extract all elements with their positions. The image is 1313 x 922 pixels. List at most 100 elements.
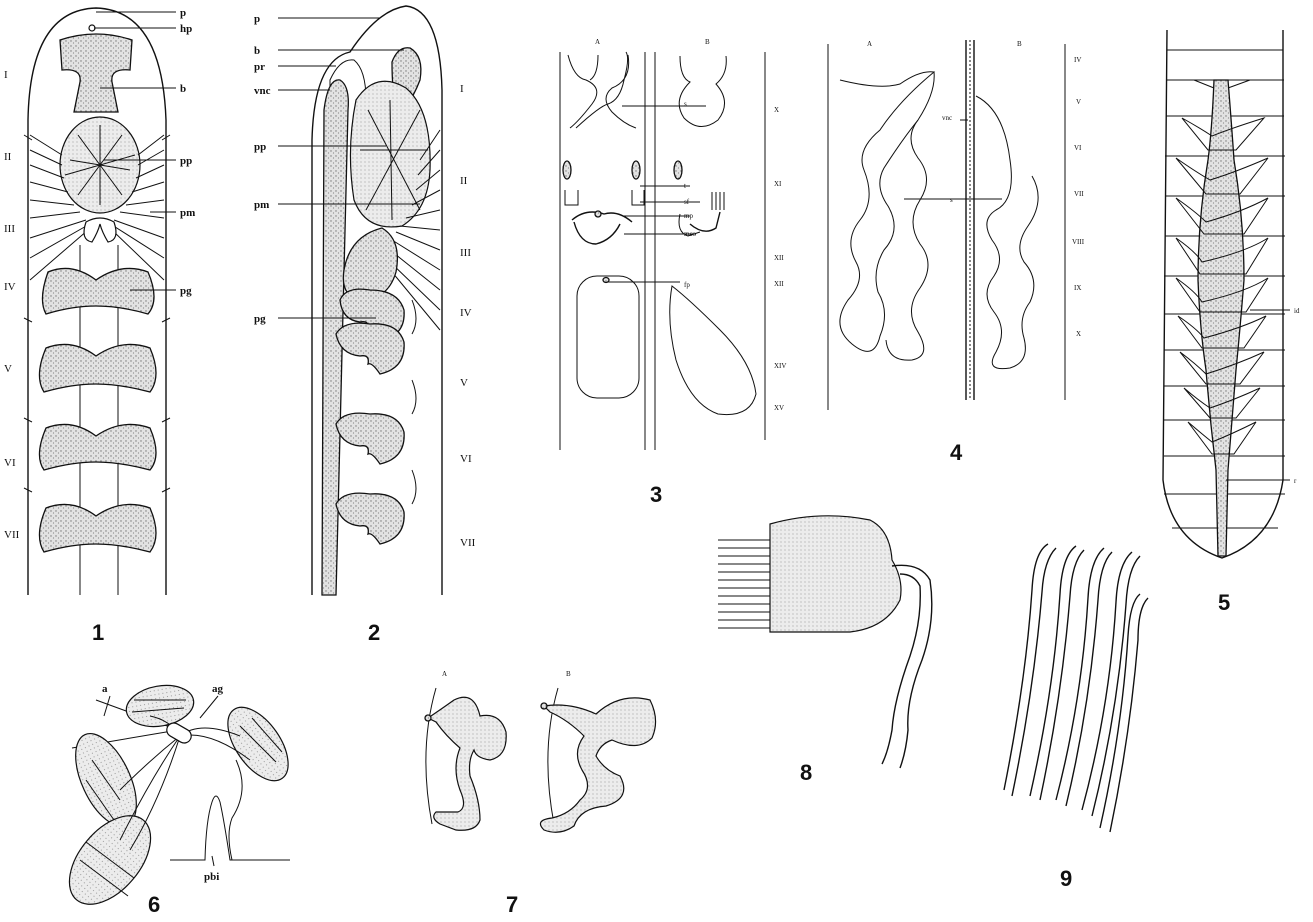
fig1-brain xyxy=(60,34,132,112)
fig4-segment-IV: IV xyxy=(1074,56,1081,64)
fig3-label-fp: fp xyxy=(684,281,690,289)
fig3-spermatheca-B xyxy=(679,56,726,127)
fig5-label-r: r xyxy=(1294,477,1297,485)
figure-1: p hp b pp pm pg I II III IV V VI VII 1 xyxy=(4,7,195,645)
fig5-intestine xyxy=(1198,80,1244,556)
fig1-label-hp: hp xyxy=(180,23,192,35)
fig2-gland-upper xyxy=(343,228,397,300)
fig4-spermatheca-A-left xyxy=(840,72,934,352)
fig3-segment-X: X xyxy=(774,106,779,114)
fig3-leader-lines xyxy=(608,106,706,282)
figure-number-9: 9 xyxy=(1060,866,1072,891)
fig2-label-pp: pp xyxy=(254,141,266,153)
fig7-panel-B: B xyxy=(566,670,571,678)
fig7-pore-A xyxy=(425,715,431,721)
fig3-ovisac-B xyxy=(670,286,756,415)
fig1-segment-II: II xyxy=(4,151,12,163)
fig1-label-p: p xyxy=(180,7,186,19)
fig4-label-vnc: vnc xyxy=(942,114,952,122)
fig1-segment-V: V xyxy=(4,363,12,375)
fig7-panel-A: A xyxy=(442,670,447,678)
fig3-label-s: s xyxy=(684,100,687,108)
fig4-spermatheca-A-right xyxy=(886,72,934,360)
fig2-segment-II: II xyxy=(460,175,468,187)
fig2-segment-IV: IV xyxy=(460,307,472,319)
figure-2: p b pr vnc pp pm pg I II III IV V VI VII… xyxy=(254,6,476,645)
fig4-panel-A: A xyxy=(867,40,872,48)
fig1-label-b: b xyxy=(180,83,186,95)
fig1-small-lobes xyxy=(84,218,116,242)
fig7-body-wall-A xyxy=(426,688,436,824)
figure-number-3: 3 xyxy=(650,482,662,507)
figure-number-2: 2 xyxy=(368,620,380,645)
fig2-label-pg: pg xyxy=(254,313,266,325)
fig2-pharyngeal-gland-4 xyxy=(336,493,404,544)
figure-number-4: 4 xyxy=(950,440,963,465)
fig3-segment-XIV: XIV xyxy=(774,362,786,370)
fig3-segment-XV: XV xyxy=(774,404,784,412)
fig4-spermatheca-B xyxy=(976,96,1038,369)
fig2-segment-I: I xyxy=(460,83,464,95)
fig1-segment-VII: VII xyxy=(4,529,20,541)
fig2-pharyngeal-gland-2 xyxy=(336,323,404,374)
fig2-segment-III: III xyxy=(460,247,471,259)
fig1-segment-IV: IV xyxy=(4,281,16,293)
fig3-label-t: t xyxy=(684,182,686,190)
fig3-testes xyxy=(563,161,682,179)
figure-4: A B vnc s IV V VI VII VIII IX X 4 xyxy=(828,40,1085,465)
fig3-segment-XII-a: XII xyxy=(774,254,784,262)
fig4-segment-VII: VII xyxy=(1074,190,1084,198)
fig2-segment-VII: VII xyxy=(460,537,476,549)
fig8-fringe xyxy=(718,540,770,628)
fig4-label-s: s xyxy=(950,196,953,204)
fig3-male-pores xyxy=(572,212,720,244)
figure-8: 8 xyxy=(718,516,932,785)
fig3-panel-A: A xyxy=(595,38,600,46)
fig3-label-mco: mco xyxy=(684,230,697,238)
fig1-segment-VI: VI xyxy=(4,457,16,469)
fig3-label-sf: sf xyxy=(684,198,690,206)
fig2-label-p: p xyxy=(254,13,260,25)
figure-7: A B 7 xyxy=(425,670,656,917)
fig4-segment-X: X xyxy=(1076,330,1081,338)
fig3-male-pore-dot xyxy=(595,211,601,217)
fig6-label-pbi: pbi xyxy=(204,871,219,883)
fig3-segment-XII-b: XII xyxy=(774,280,784,288)
fig1-segment-III: III xyxy=(4,223,15,235)
fig1-pharyngeal-gland-2 xyxy=(39,344,156,392)
figure-number-5: 5 xyxy=(1218,590,1230,615)
fig2-pharyngeal-gland-3 xyxy=(336,413,404,464)
fig4-panel-B: B xyxy=(1017,40,1022,48)
fig4-segment-V: V xyxy=(1076,98,1081,106)
fig1-pharyngeal-gland-1 xyxy=(42,268,154,314)
fig7-spermatheca-A xyxy=(428,697,506,830)
fig2-septa xyxy=(412,300,416,504)
fig6-label-ag: ag xyxy=(212,683,224,695)
figure-5: id r 5 xyxy=(1163,30,1300,615)
fig1-pharyngeal-gland-4 xyxy=(39,504,156,552)
figure-9: 9 xyxy=(1004,544,1148,891)
fig1-pharyngeal-gland-3 xyxy=(39,424,156,470)
fig4-segment-VI: VI xyxy=(1074,144,1082,152)
fig1-label-pg: pg xyxy=(180,285,192,297)
fig2-segment-V: V xyxy=(460,377,468,389)
fig8-seminal-funnel xyxy=(770,516,901,632)
figure-6: a ag pbi 6 xyxy=(54,680,301,919)
fig1-label-pp: pp xyxy=(180,155,192,167)
fig6-accessory-gland-top xyxy=(123,680,197,731)
fig7-pore-B xyxy=(541,703,547,709)
fig3-segment-XI: XI xyxy=(774,180,782,188)
fig2-label-vnc: vnc xyxy=(254,85,271,97)
figure-number-1: 1 xyxy=(92,620,104,645)
fig4-body-walls xyxy=(828,44,1065,410)
figure-number-7: 7 xyxy=(506,892,518,917)
fig2-label-pm: pm xyxy=(254,199,269,211)
fig5-label-id: id xyxy=(1294,307,1300,315)
fig2-segment-VI: VI xyxy=(460,453,472,465)
fig3-ovisac-A xyxy=(577,276,639,398)
figure-number-8: 8 xyxy=(800,760,812,785)
figure-number-6: 6 xyxy=(148,892,160,917)
fig2-label-pr: pr xyxy=(254,61,265,73)
fig3-spermathecae-A xyxy=(568,52,636,128)
